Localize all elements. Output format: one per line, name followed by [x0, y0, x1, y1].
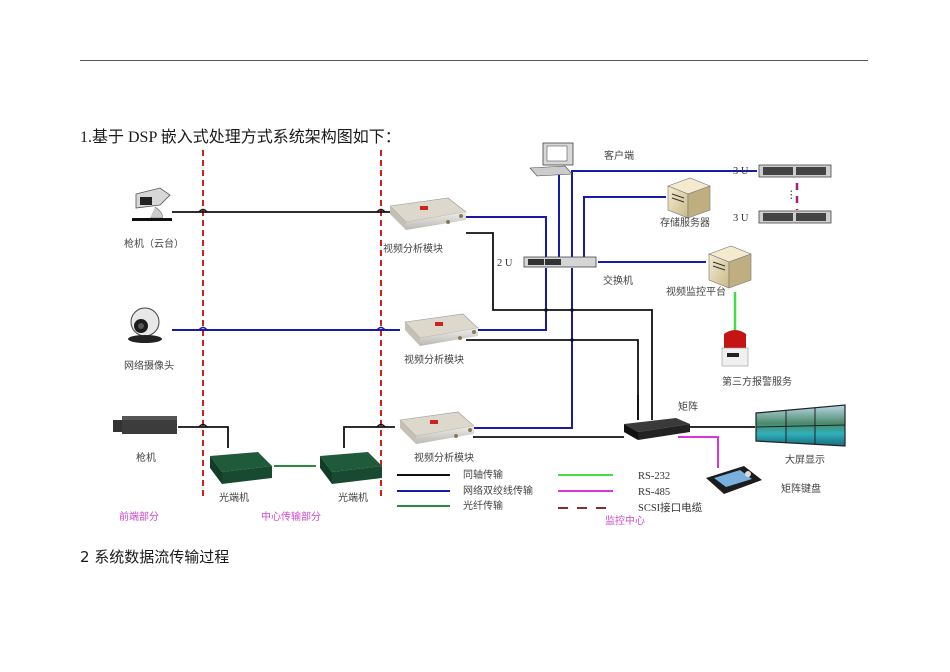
crossing-mark [376, 326, 386, 331]
net-storage-server-to-switch [583, 196, 666, 258]
ptz-camera-label: 枪机（云台） [124, 237, 184, 250]
net-module2-to-switch [476, 268, 547, 331]
alarm-service-label: 第三方报警服务 [722, 375, 792, 388]
net-storage-array-to-switch [571, 170, 757, 258]
header-rule [80, 60, 868, 61]
legend: 同轴传输 网络双绞线传输 光纤传输 RS-232 RS-485 SCSI接口电缆 [397, 468, 703, 514]
optical-transceiver-2-icon [320, 452, 382, 484]
optical-transceiver-1-label: 光端机 [219, 491, 249, 504]
analysis-module-1-label: 视频分析模块 [383, 242, 443, 255]
network-switch-icon [523, 256, 597, 268]
crossing-mark [376, 423, 386, 428]
section-2-heading: 2 系统数据流传输过程 [80, 548, 230, 566]
storage-unit-top-label: 3 U [733, 166, 749, 177]
coax-module2-to-matrix [466, 339, 639, 420]
storage-unit-bottom-label: 3 U [733, 213, 749, 224]
crossing-mark [198, 208, 208, 213]
switch-unit-label: 2 U [497, 258, 513, 269]
junction-dot [570, 308, 574, 312]
rs485-matrix-to-keyboard [678, 436, 719, 468]
section-1-heading: 1.基于 DSP 嵌入式处理方式系统架构图如下： [80, 129, 401, 146]
crossing-mark [198, 423, 208, 428]
big-screen-display-icon [755, 404, 846, 447]
legend-label-network: 网络双绞线传输 [463, 484, 533, 497]
zone-label-monitoring-center: 监控中心 [605, 514, 645, 527]
coax-transceiver-to-module3 [343, 426, 395, 448]
storage-array-bottom-icon [758, 210, 832, 224]
zone-label-front-end: 前端部分 [119, 510, 159, 523]
junction-dot [570, 338, 574, 342]
storage-ellipsis: ⋮ [786, 190, 797, 201]
legend-label-scsi: SCSI接口电缆 [638, 501, 703, 514]
zone-label-center-transmission: 中心传输部分 [261, 510, 321, 523]
bullet-camera-label: 枪机 [136, 451, 156, 464]
video-analysis-module-2-icon [404, 313, 479, 346]
legend-label-rs232: RS-232 [638, 471, 670, 482]
net-module1-to-switch [466, 216, 547, 258]
coax-bullet-to-transceiver [178, 426, 229, 448]
storage-array-top-icon [758, 164, 832, 178]
analysis-module-2-label: 视频分析模块 [404, 353, 464, 366]
junction-dot [544, 308, 548, 312]
video-analysis-module-1-icon [389, 197, 467, 230]
matrix-keyboard-icon [706, 466, 762, 494]
legend-label-rs485: RS-485 [638, 487, 670, 498]
net-module3-to-switch [473, 268, 573, 429]
legend-label-coax: 同轴传输 [463, 468, 503, 481]
optical-transceiver-2-label: 光端机 [338, 491, 368, 504]
network-camera-label: 网络摄像头 [124, 359, 174, 372]
alarm-light-icon [721, 330, 749, 367]
client-computer-icon [529, 142, 574, 177]
monitoring-platform-label: 视频监控平台 [666, 285, 726, 298]
ptz-camera-icon [132, 187, 172, 221]
bullet-camera-icon [113, 416, 177, 434]
matrix-label: 矩阵 [678, 400, 698, 413]
crossing-mark [376, 208, 386, 213]
crossing-mark [198, 326, 208, 331]
legend-label-fiber: 光纤传输 [463, 499, 503, 512]
analysis-module-3-label: 视频分析模块 [414, 451, 474, 464]
storage-server-label: 存储服务器 [660, 216, 710, 229]
client-label: 客户端 [604, 149, 634, 162]
switch-label: 交换机 [603, 274, 633, 287]
monitoring-platform-icon [708, 245, 752, 289]
matrix-keyboard-label: 矩阵键盘 [781, 482, 821, 495]
coax-module1-to-matrix [466, 232, 653, 420]
matrix-device-icon [624, 418, 690, 440]
storage-server-icon [667, 177, 711, 219]
big-screen-label: 大屏显示 [785, 453, 825, 466]
video-analysis-module-3-icon [399, 411, 475, 444]
network-camera-icon [128, 307, 162, 343]
optical-transceiver-1-icon [210, 452, 272, 484]
